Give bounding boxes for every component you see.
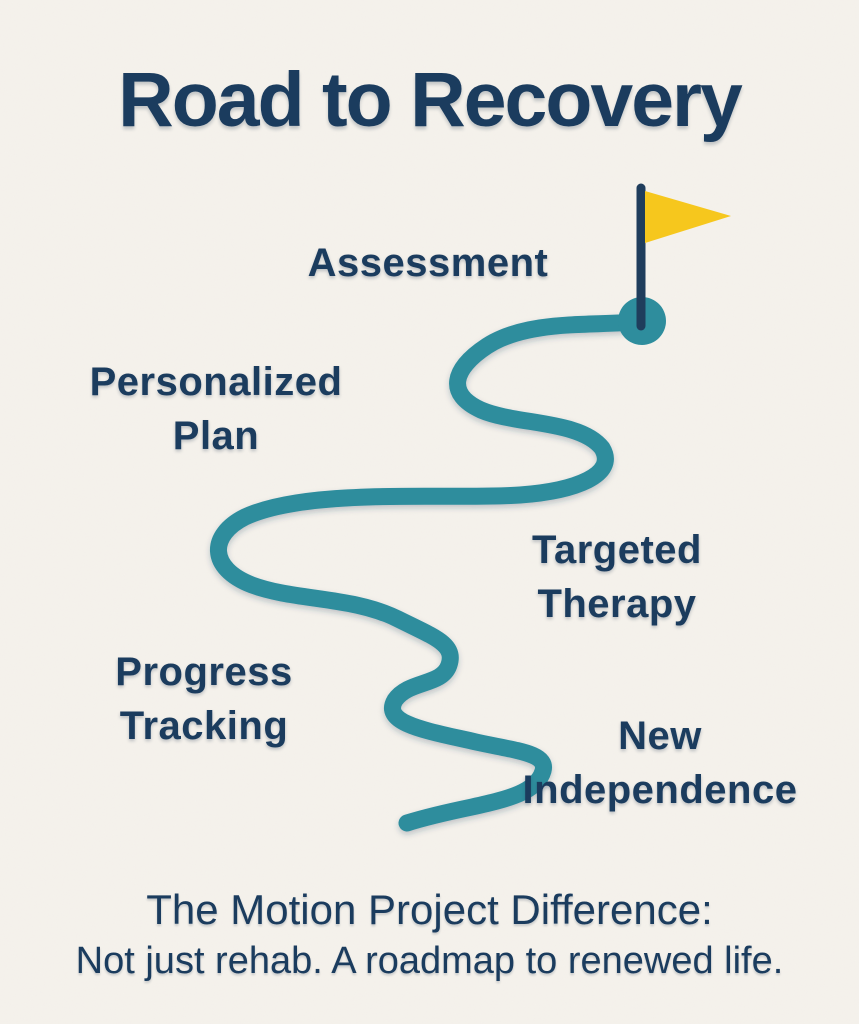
milestone-line: Targeted bbox=[532, 528, 702, 572]
milestone-line: Tracking bbox=[119, 704, 289, 748]
milestone-line: Personalized bbox=[89, 360, 343, 404]
winding-road-path bbox=[210, 312, 650, 832]
flag-pennant bbox=[645, 191, 731, 243]
milestone-line: Assessment bbox=[307, 241, 549, 285]
milestone-line: Therapy bbox=[537, 582, 697, 626]
finish-flag-icon bbox=[618, 183, 731, 345]
page-title: Road to Recovery bbox=[118, 57, 743, 143]
milestone-line: Progress bbox=[115, 650, 293, 694]
milestone-label-progress-tracking: Progress Tracking bbox=[115, 645, 292, 753]
milestone-label-personalized-plan: Personalized Plan bbox=[90, 355, 343, 463]
milestone-line: New bbox=[618, 714, 702, 758]
milestone-label-new-independence: New Independence bbox=[523, 709, 798, 817]
milestone-label-targeted-therapy: Targeted Therapy bbox=[532, 523, 702, 631]
milestone-line: Plan bbox=[172, 414, 260, 458]
milestone-line: Independence bbox=[522, 768, 798, 812]
footer-tagline-subtext: Not just rehab. A roadmap to renewed lif… bbox=[75, 940, 784, 982]
milestone-label-assessment: Assessment bbox=[308, 236, 549, 290]
footer-tagline-heading: The Motion Project Difference: bbox=[146, 886, 713, 933]
